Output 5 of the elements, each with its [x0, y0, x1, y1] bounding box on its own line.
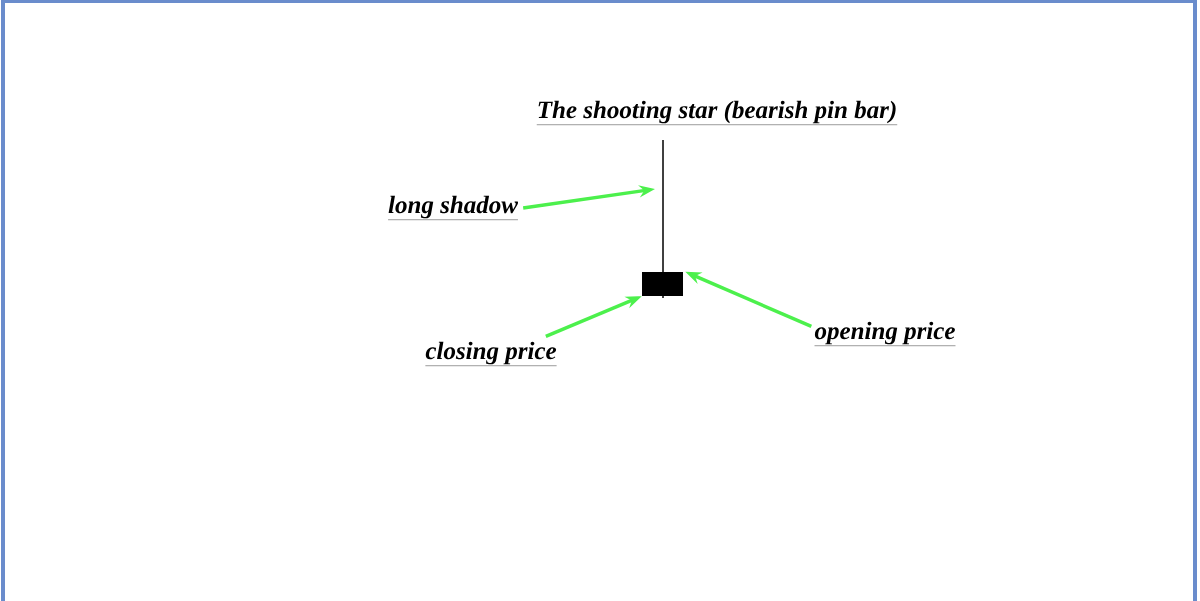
label-text: long shadow — [387, 195, 519, 220]
candle-wick — [662, 140, 664, 298]
label-text: closing price — [425, 341, 557, 366]
title: The shooting star (bearish pin bar) — [536, 100, 898, 125]
label-text: opening price — [814, 321, 956, 346]
